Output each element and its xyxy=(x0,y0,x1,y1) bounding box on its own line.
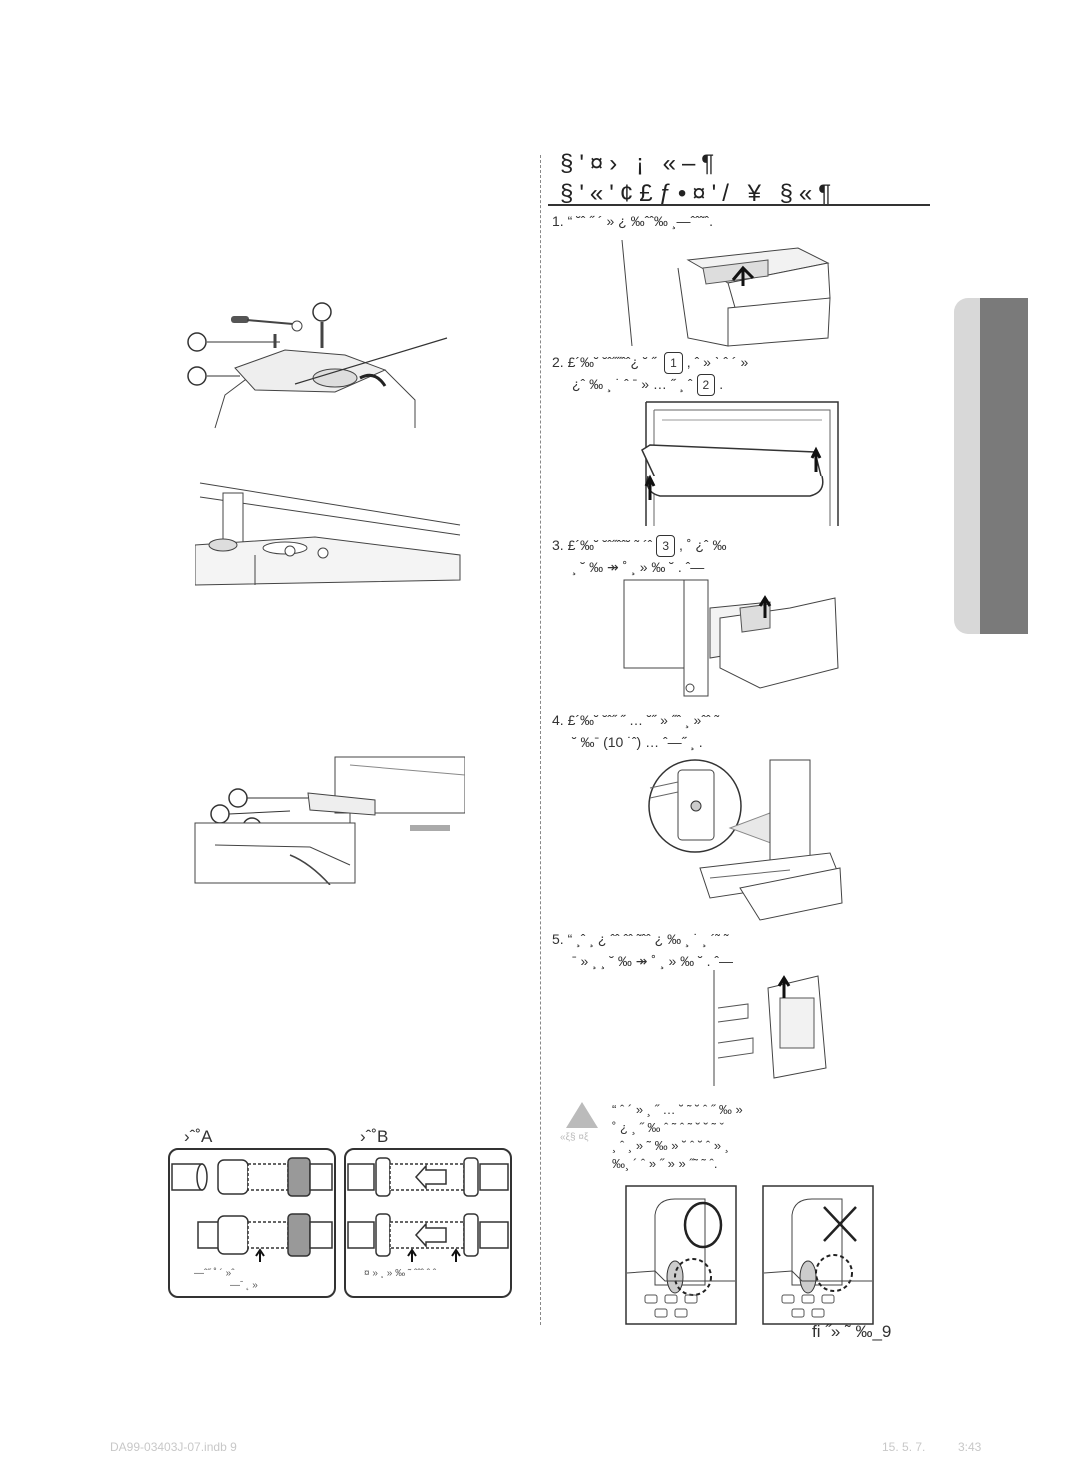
connector-b-caption: ¤ » ¸ » ‰ ˜ ˆˆˆ ˆ ˆ xyxy=(364,1268,437,1279)
type-b-label: ›ˆ˚B xyxy=(360,1127,389,1146)
step-4-text: £´‰˘ ˘ˆ˝ ˝ … ˘˝ » ˝ˆ ¸ »ˆˆ ˜ xyxy=(567,712,720,728)
warning-line-3: ¸ ˆ ¸ » ˜ ‰ » ˘ ˆ ˘ ˆ » ¸ xyxy=(612,1138,729,1153)
step-3-drawer-illustration xyxy=(623,579,839,697)
title-rule xyxy=(548,204,930,206)
step-2-number: 2. xyxy=(552,354,564,370)
step-1-drawer-illustration xyxy=(621,239,831,347)
step-1-text: “ ˘ˆ ˝ ´ » ¿ ‰ˆˆ‰ ¸—ˆˆ˜ˆ. xyxy=(567,213,713,229)
step-4-line-2: ˘ ‰ˉ (10 ˙ˆ) … ˆ—˝ ¸ . xyxy=(572,734,703,750)
step-2: 2. £´‰˘ ˘ˆ˝˝ˆˆ¿ ˘ ˝ 1, ˆ » ˋ ˆ ´ » xyxy=(552,352,748,374)
step-1-number: 1. xyxy=(552,213,564,229)
connector-panel-b: ¤ » ¸ » ‰ ˜ ˆˆˆ ˆ ˆ xyxy=(344,1148,512,1298)
step-5-number: 5. xyxy=(552,931,564,947)
step-3-text: £´‰˘ ˘ˆ˝ˆˆ˘ ˜ ´ˆ xyxy=(567,537,653,553)
step-2-text-2: , ˆ » ˋ ˆ ´ » xyxy=(686,354,749,370)
section-title-line1: §'¤› ¡ «–¶ xyxy=(560,150,721,177)
warning-line-2: ˚ ¿ ¸ ˝ ‰ ˆ ˜ ˆ ˜ ˘ ˘ ˜ ˇ xyxy=(612,1120,724,1135)
step-3-line-2: ¸ ˘ ‰ ↠ ˚ ¸ » ‰ ˘ . ˆ— xyxy=(572,559,705,575)
warning-line-1: “ ˆ ´ » ¸ ˝ … ˘ ˜ ˘ ˆ ˝ ‰ » xyxy=(612,1102,743,1117)
step-5-drawer-illustration xyxy=(713,970,827,1086)
step-4: 4. £´‰˘ ˘ˆ˝ ˝ … ˘˝ » ˝ˆ ¸ »ˆˆ ˜ xyxy=(552,710,719,730)
section-tab-light xyxy=(954,298,984,634)
step-2-badge-2: 2 xyxy=(696,374,716,396)
incorrect-position-figure xyxy=(762,1185,874,1325)
connector-a-caption-2: —ˉ ˛ » xyxy=(230,1280,258,1291)
footer-file: DA99-03403J-07.indb 9 xyxy=(110,1440,237,1454)
correct-position-figure xyxy=(625,1185,737,1325)
type-a-label: ›ˆ˚A xyxy=(184,1127,213,1146)
step-1: 1. “ ˘ˆ ˝ ´ » ¿ ‰ˆˆ‰ ¸—ˆˆ˜ˆ. xyxy=(552,211,713,231)
warning-icon-label: «ξ§ ¤ξ xyxy=(560,1132,589,1143)
connector-a-illustration xyxy=(171,1157,333,1262)
step-3-number: 3. xyxy=(552,537,564,553)
step-5-line-2: ˉ » ¸ ¸ ˘ ‰ ↠ ˚ ¸ » ‰ ˘ . ˆ— xyxy=(572,953,734,969)
footer-date: 15. 5. 7. xyxy=(882,1440,926,1454)
step-5-text: “ ¸ˆ ¸ ¿ ˆˆ ˆˆ ˜ˆˆ ¿ ‰ ¸ ˙ ¸ ´˜ ˜ xyxy=(567,931,729,947)
lower-hinge-illustration xyxy=(194,756,465,885)
section-title-line2: §'«'¢£ƒ•¤'/ ¥ §«¶ xyxy=(560,180,838,207)
section-tab xyxy=(980,298,1028,634)
step-3-text-2: , ˚ ¿ˆ ‰ xyxy=(679,537,727,553)
step-2-badge-1: 1 xyxy=(664,352,683,374)
step-4-number: 4. xyxy=(552,712,564,728)
step-2-text: £´‰˘ ˘ˆ˝˝ˆˆ¿ ˘ ˝ xyxy=(567,354,661,370)
page-label: ﬁ ˝» ˜ ‰_9 xyxy=(812,1322,892,1341)
step-3-badge: 3 xyxy=(656,535,676,557)
step-2-line-2-text: ¿ˆ ‰ ¸ ˙ ˆ ˉ » … ˝ ¸ ˆ xyxy=(572,376,693,392)
connector-panel-a: —ˆ˝ ˚ ´ »ˆ —ˉ ˛ » xyxy=(168,1148,336,1298)
footer-time: 3:43 xyxy=(958,1440,982,1454)
column-divider xyxy=(540,155,541,1325)
hinge-closeup-illustration xyxy=(195,482,461,586)
hinge-bolt-illustration xyxy=(187,302,448,429)
warning-icon xyxy=(566,1102,598,1128)
warning-line-4: ‰¸ ´ ˆ » ˝ » » ˝˜ ˜ ˆ. xyxy=(612,1156,718,1171)
connector-b-illustration xyxy=(347,1157,509,1262)
connector-a-caption-1: —ˆ˝ ˚ ´ »ˆ xyxy=(194,1268,235,1279)
step-4-rail-illustration xyxy=(648,759,843,921)
step-5: 5. “ ¸ˆ ¸ ¿ ˆˆ ˆˆ ˜ˆˆ ¿ ‰ ¸ ˙ ¸ ´˜ ˜ xyxy=(552,929,729,949)
step-2-bin-illustration xyxy=(641,401,839,526)
